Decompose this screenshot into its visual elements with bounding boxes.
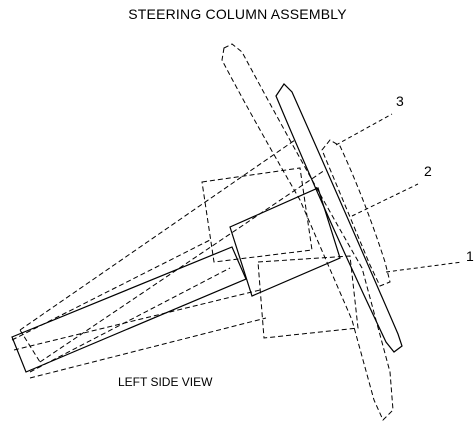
steering-wheel: [275, 83, 403, 353]
leader-1: [385, 261, 463, 273]
wheel-position-2-outline: [321, 139, 391, 287]
hub-position-2-outline: [201, 167, 313, 263]
column-hub: [229, 187, 341, 297]
leader-2: [351, 183, 419, 217]
view-label: LEFT SIDE VIEW: [118, 375, 213, 389]
hub-position-1-outline: [257, 255, 359, 339]
callout-2: 2: [424, 163, 432, 179]
wheel-position-3-outline: [221, 43, 394, 421]
diagram-title: STEERING COLUMN ASSEMBLY: [128, 6, 347, 22]
leader-3: [335, 113, 393, 146]
callout-1: 1: [466, 248, 474, 264]
callout-3: 3: [396, 93, 404, 109]
column-tube: [11, 246, 247, 373]
column-position-1-outline: [13, 289, 267, 379]
column-position-3-outline: [19, 139, 326, 363]
